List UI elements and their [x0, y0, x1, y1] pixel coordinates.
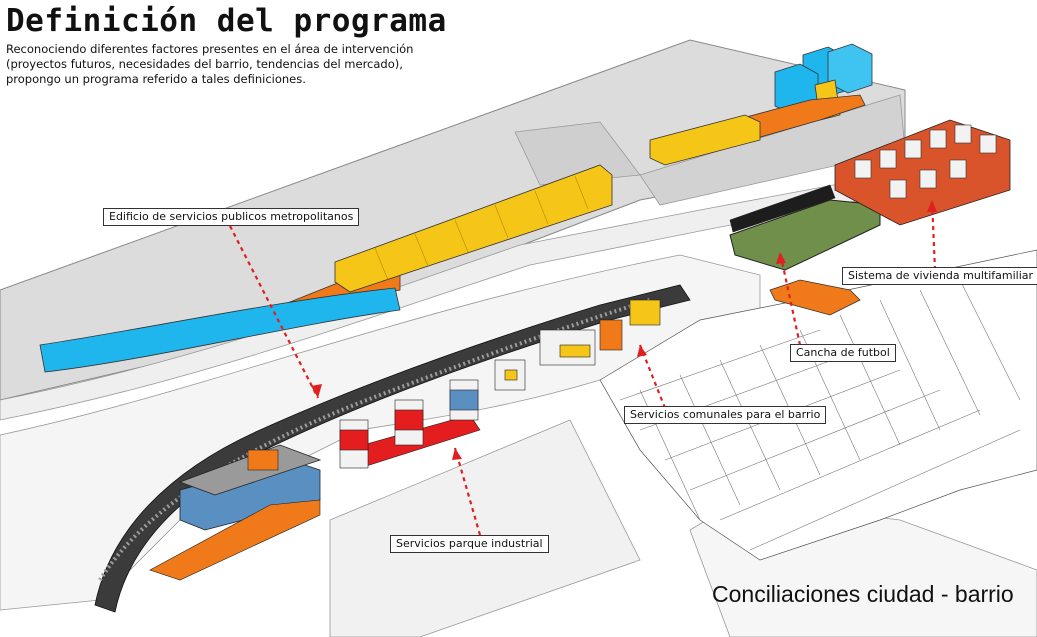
industrial-towers: [339, 379, 479, 469]
arrow-heads: [311, 200, 937, 460]
footer-caption: Conciliaciones ciudad - barrio: [712, 581, 1014, 607]
label-edificio-servicios: Edificio de servicios publicos metropoli…: [103, 208, 360, 226]
orange-roof-box: [247, 449, 279, 471]
yellow-block-top: [649, 114, 761, 166]
industrial-plot: [329, 419, 641, 637]
yellow-bar-building: [334, 164, 613, 293]
field-stands: [729, 184, 836, 233]
arrow-edificio: [229, 225, 319, 399]
intro-line: Reconociendo diferentes factores present…: [6, 42, 414, 56]
label-vivienda-multifamiliar: Sistema de vivienda multifamiliar: [842, 267, 1037, 285]
football-field: [729, 199, 881, 271]
community-buildings: [494, 299, 661, 391]
orange-wedge: [149, 499, 321, 581]
label-cancha-futbol: Cancha de futbol: [790, 344, 896, 362]
cyan-curved-block: [39, 287, 401, 373]
intro-line: (proyectos futuros, necesidades del barr…: [6, 57, 403, 71]
label-servicios-comunales: Servicios comunales para el barrio: [624, 406, 827, 424]
label-servicios-industrial: Servicios parque industrial: [390, 535, 549, 553]
orange-cancha-blocks: [769, 279, 861, 316]
housing-towers: [854, 124, 997, 199]
arrow-industrial: [453, 447, 482, 536]
intro-text: Reconociendo diferentes factores present…: [6, 42, 476, 87]
yellow-bar-divisions: [374, 175, 589, 281]
intro-line: propongo un programa referido a tales de…: [6, 72, 306, 86]
page-title: Definición del programa: [6, 3, 447, 39]
